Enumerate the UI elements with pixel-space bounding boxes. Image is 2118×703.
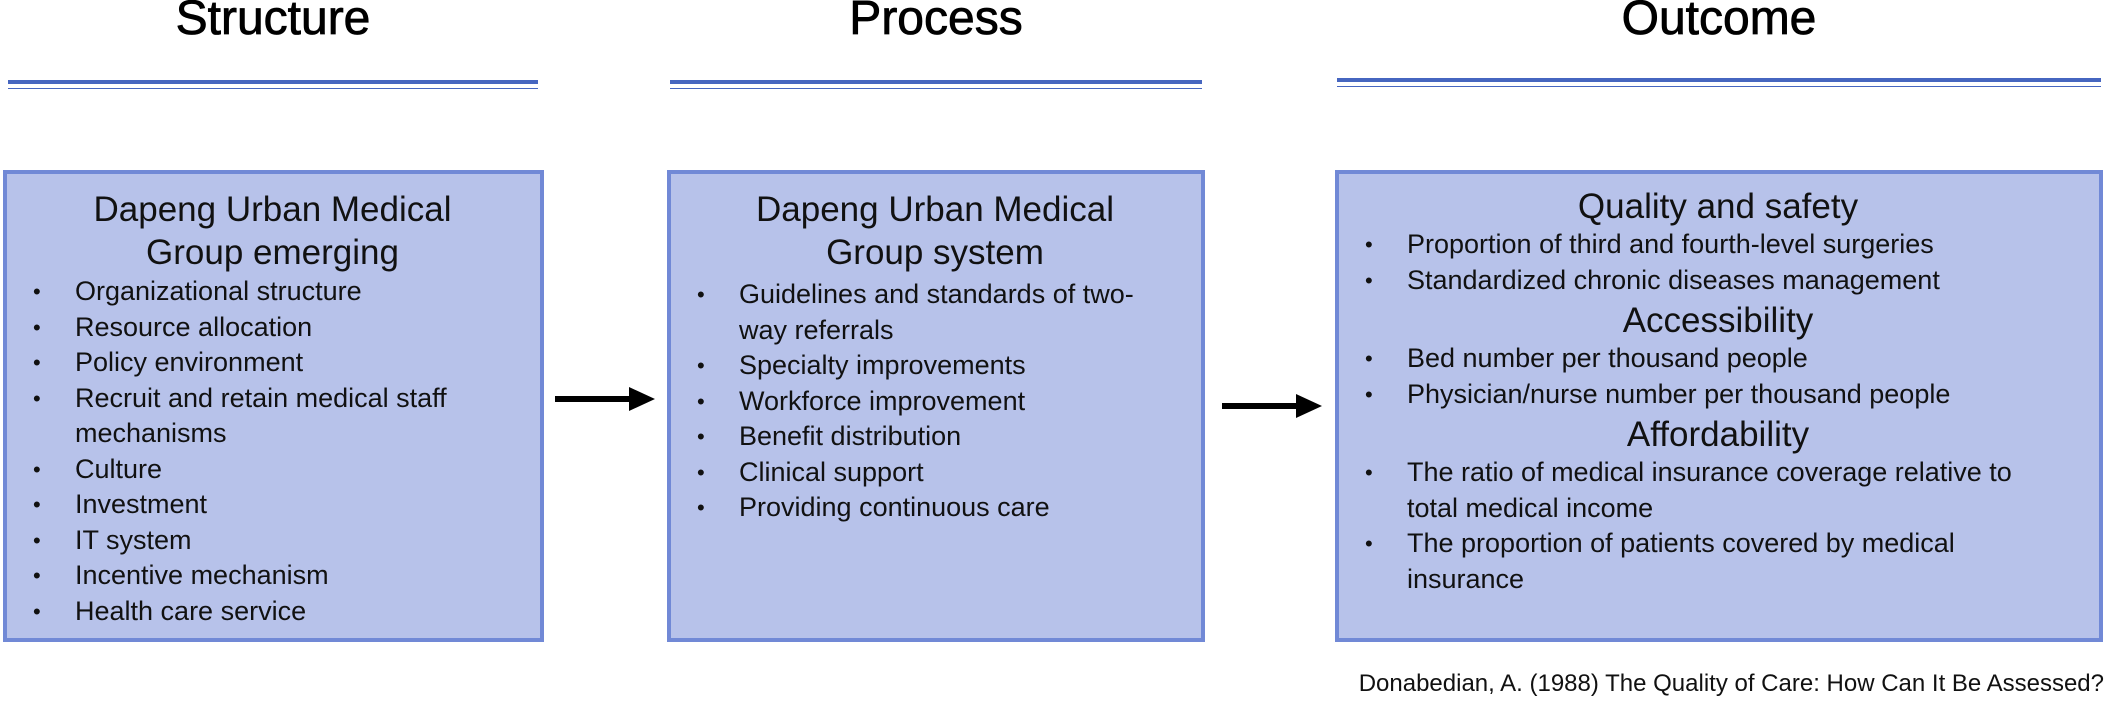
bullet: • <box>1365 346 1373 371</box>
list-item-continuation: total medical income <box>1407 492 1654 523</box>
bullet: • <box>33 279 41 304</box>
list-item: •Physician/nurse number per thousand peo… <box>1357 377 2079 413</box>
bullet: • <box>33 527 41 553</box>
list-item: •Policy environment <box>25 345 520 381</box>
process-list: •Guidelines and standards of two- way re… <box>689 277 1181 526</box>
bullet: • <box>33 385 41 411</box>
process-box: Dapeng Urban Medical Group system •Guide… <box>667 170 1205 642</box>
list-item: •The proportion of patients covered by m… <box>1357 526 2079 562</box>
list-item: •Bed number per thousand people <box>1357 341 2079 377</box>
bullet: • <box>697 282 705 307</box>
structure-list: •Organizational structure •Resource allo… <box>25 274 520 629</box>
list-item-continuation: insurance <box>1407 563 1525 594</box>
citation: Donabedian, A. (1988) The Quality of Car… <box>1358 670 2104 697</box>
bullet: • <box>33 350 41 375</box>
quality-safety-heading: Quality and safety <box>1577 187 1859 226</box>
list-item: •Guidelines and standards of two- <box>689 277 1181 313</box>
list-item: •Proportion of third and fourth-level su… <box>1357 227 2079 263</box>
bullet: • <box>1365 232 1373 257</box>
bullet: • <box>697 459 705 485</box>
process-box-title-line-2: Group system <box>826 233 1044 272</box>
bullet: • <box>33 456 41 482</box>
list-item: •Incentive mechanism <box>25 558 520 594</box>
quality-safety-list: •Proportion of third and fourth-level su… <box>1357 227 2079 298</box>
process-box-title: Dapeng Urban Medical Group system <box>689 188 1181 274</box>
affordability-heading: Affordability <box>1626 415 1810 454</box>
structure-underline <box>8 80 538 89</box>
structure-title: Structure <box>175 0 371 45</box>
structure-box-title-line-1: Dapeng Urban Medical <box>93 190 452 229</box>
list-item: •Culture <box>25 452 520 488</box>
list-item: •Standardized chronic diseases managemen… <box>1357 263 2079 299</box>
structure-box-title-line-2: Group emerging <box>146 233 399 272</box>
list-item: •Organizational structure <box>25 274 520 310</box>
bullet: • <box>697 353 705 378</box>
list-item-continuation: mechanisms <box>75 418 227 448</box>
bullet: • <box>697 495 705 520</box>
outcome-title: Outcome <box>1621 0 1817 45</box>
affordability-list: •The ratio of medical insurance coverage… <box>1357 455 2079 597</box>
bullet: • <box>697 424 705 449</box>
bullet: • <box>33 563 41 588</box>
arrow-right-icon <box>555 387 655 411</box>
arrow-right-icon <box>1222 394 1322 418</box>
accessibility-list: •Bed number per thousand people •Physici… <box>1357 341 2079 412</box>
process-underline <box>670 80 1202 89</box>
list-item: •The ratio of medical insurance coverage… <box>1357 455 2079 491</box>
list-item: •Specialty improvements <box>689 348 1181 384</box>
list-item: •Clinical support <box>689 455 1181 491</box>
process-box-title-line-1: Dapeng Urban Medical <box>756 190 1114 229</box>
list-item-continuation: way referrals <box>739 314 894 345</box>
structure-box: Dapeng Urban Medical Group emerging •Org… <box>3 170 544 642</box>
bullet: • <box>33 598 41 624</box>
list-item: •Benefit distribution <box>689 419 1181 455</box>
list-item: •Workforce improvement <box>689 384 1181 420</box>
accessibility-heading: Accessibility <box>1622 301 1814 340</box>
list-item: •IT system <box>25 523 520 559</box>
bullet: • <box>697 388 705 414</box>
bullet: • <box>1365 460 1373 485</box>
list-item: •Investment <box>25 487 520 523</box>
list-item: •Resource allocation <box>25 310 520 346</box>
list-item: •Recruit and retain medical staff <box>25 381 520 417</box>
list-item: •Health care service <box>25 594 520 630</box>
bullet: • <box>33 492 41 517</box>
outcome-underline <box>1337 78 2101 87</box>
bullet: • <box>1365 531 1373 556</box>
bullet: • <box>1365 381 1373 407</box>
bullet: • <box>1365 267 1373 293</box>
structure-box-title: Dapeng Urban Medical Group emerging <box>25 188 520 274</box>
list-item: •Providing continuous care <box>689 490 1181 526</box>
process-title: Process <box>849 0 1023 45</box>
outcome-box: Quality and safety •Proportion of third … <box>1335 170 2103 642</box>
bullet: • <box>33 314 41 340</box>
